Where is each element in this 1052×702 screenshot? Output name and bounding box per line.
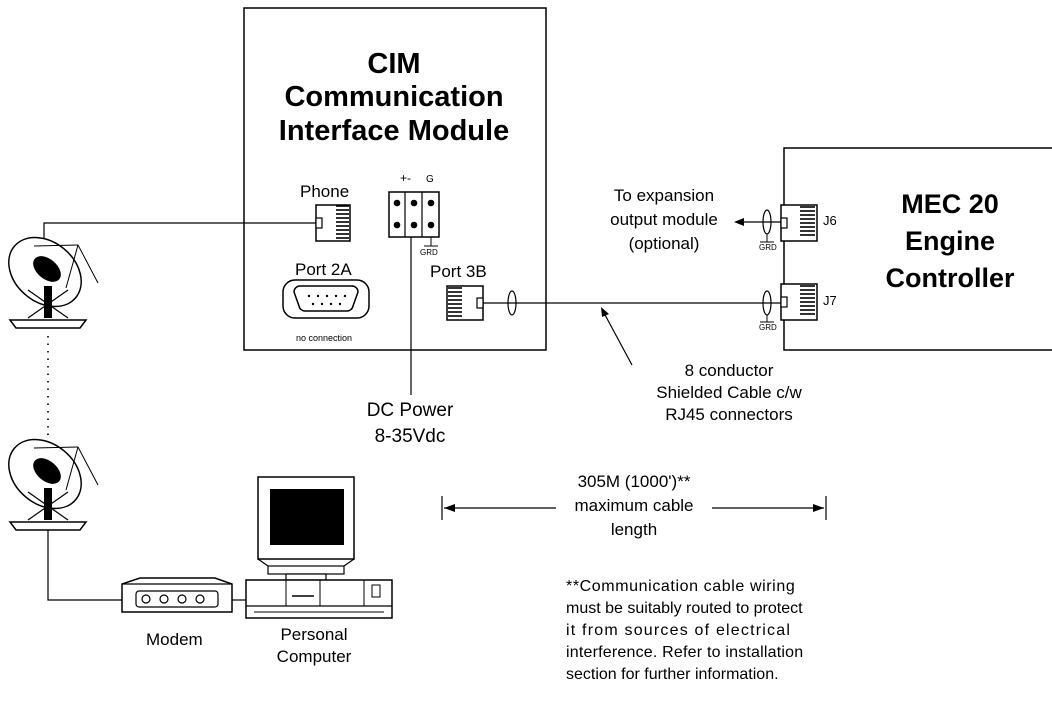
- cim-title-line3: Interface Module: [278, 114, 510, 147]
- cim-title: CIM Communication Interface Module: [258, 48, 530, 148]
- db9-port-icon: [282, 279, 370, 319]
- cable-length-label: 305M (1000')** maximum cable length: [556, 470, 712, 542]
- expansion-note: To expansion output module (optional): [584, 184, 744, 256]
- installation-note: **Communication cable wiring must be sui…: [566, 576, 832, 686]
- note-line2: must be suitably routed to protect: [566, 600, 803, 617]
- j6-ground-marker: GRD: [759, 243, 777, 252]
- shielded-cable: [483, 290, 781, 323]
- cable-length-line2: maximum cable: [574, 496, 694, 515]
- j7-jack-icon: [780, 283, 818, 321]
- cable-length-dimension: [441, 496, 827, 520]
- pc-label-line2: Computer: [276, 647, 352, 666]
- mec-title-line2: Engine: [904, 226, 995, 256]
- dc-power-line1: DC Power: [366, 400, 454, 421]
- cim-title-line1: CIM: [367, 48, 421, 80]
- cable-line3: RJ45 connectors: [665, 405, 793, 424]
- mec-controller-box: [783, 147, 1052, 351]
- cable-length-line1: 305M (1000')**: [577, 472, 691, 491]
- ground-terminal-label: G: [426, 174, 434, 185]
- j7-label: J7: [823, 293, 837, 308]
- phone-jack-icon: [315, 204, 351, 242]
- j6-label: J6: [823, 213, 837, 228]
- expansion-line3: (optional): [628, 234, 700, 253]
- cable-leader-arrow: [601, 307, 633, 366]
- port-2a-label: Port 2A: [295, 260, 352, 279]
- cable-line2: Shielded Cable c/w: [656, 383, 802, 402]
- cable-line1: 8 conductor: [684, 361, 774, 380]
- cim-title-line2: Communication: [284, 81, 504, 114]
- mec-title-line1: MEC 20: [901, 189, 999, 219]
- dc-power-label: DC Power 8-35Vdc: [340, 398, 480, 450]
- modem-line: [47, 530, 122, 601]
- pc-label: Personal Computer: [252, 624, 376, 668]
- modem-label: Modem: [146, 630, 203, 649]
- cable-description: 8 conductor Shielded Cable c/w RJ45 conn…: [614, 360, 844, 426]
- port-3b-label: Port 3B: [430, 262, 487, 281]
- j6-jack-icon: [780, 204, 818, 242]
- expansion-line2: output module: [610, 210, 718, 229]
- phone-label: Phone: [300, 182, 350, 201]
- port-3b-jack-icon: [446, 285, 484, 321]
- ground-marker: GRD: [420, 248, 438, 257]
- port-2a-note: no connection: [296, 333, 353, 343]
- power-terminal-block-icon: [388, 191, 440, 247]
- satellite-dish-icon: [8, 438, 99, 531]
- note-line4: interference. Refer to installation: [566, 644, 804, 661]
- expansion-arrow: [734, 209, 781, 243]
- mec-title: MEC 20 Engine Controller: [850, 186, 1050, 297]
- personal-computer-icon: [245, 476, 393, 619]
- j7-ground-marker: GRD: [759, 323, 777, 332]
- note-line3: it from sources of electrical: [566, 622, 792, 639]
- expansion-line1: To expansion: [613, 186, 715, 205]
- dc-power-line2: 8-35Vdc: [374, 426, 446, 447]
- cable-length-line3: length: [610, 520, 658, 539]
- satellite-dish-icon: [8, 236, 99, 329]
- note-line5: section for further information.: [566, 666, 779, 683]
- modem-icon: [121, 577, 233, 613]
- mec-title-line3: Controller: [885, 263, 1015, 293]
- power-terminal-label: +-: [400, 171, 412, 185]
- pc-label-line1: Personal: [280, 625, 348, 644]
- note-line1: **Communication cable wiring: [566, 578, 796, 595]
